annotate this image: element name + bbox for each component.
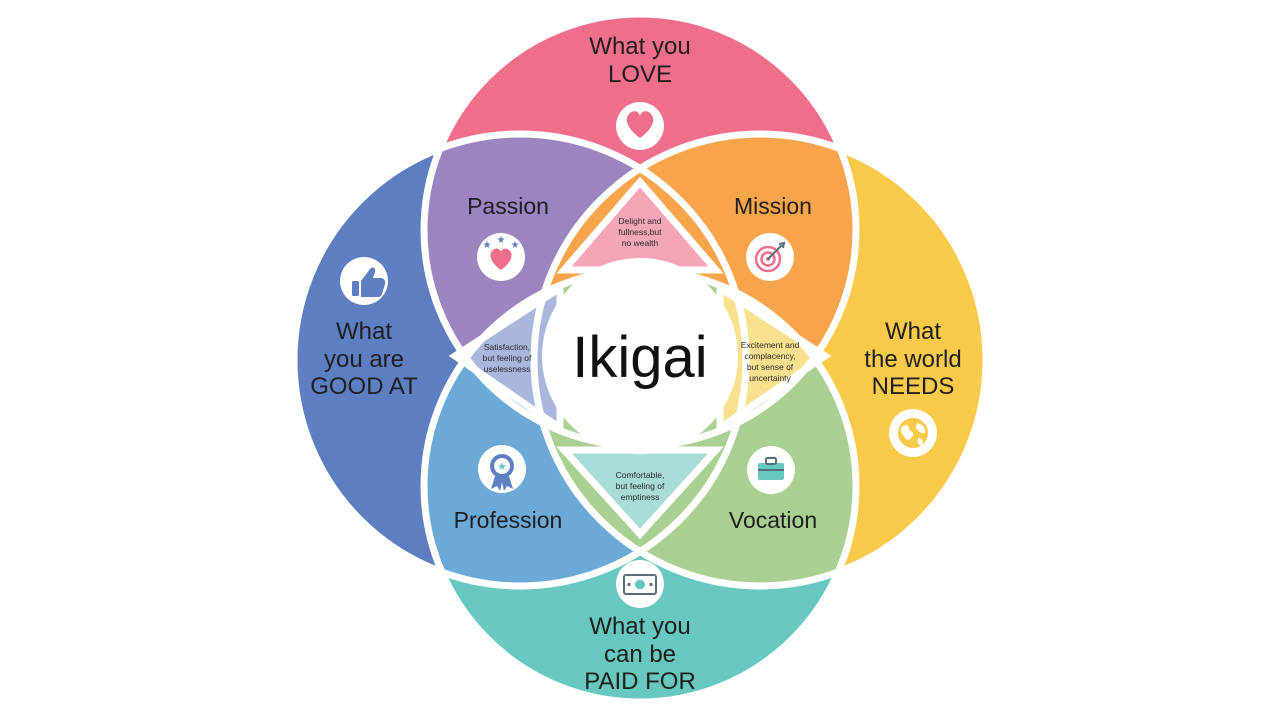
triangle-bottom xyxy=(564,450,716,534)
needs-label-line3: NEEDS xyxy=(872,373,955,400)
vocation-label: Vocation xyxy=(729,507,817,533)
money-icon xyxy=(616,560,664,608)
needs-label-line1: What xyxy=(885,318,941,345)
triangle-right-line1: Excitement and xyxy=(741,340,800,350)
svg-text:★: ★ xyxy=(483,240,492,251)
target-icon xyxy=(746,233,794,281)
triangle-right-line2: complacency, xyxy=(744,351,795,361)
heart-stars-icon: ★ ★ ★ xyxy=(477,233,525,281)
triangle-bottom-line1: Comfortable, xyxy=(616,470,665,480)
triangle-right-line4: uncertainty xyxy=(749,373,791,383)
paid-label-line1: What you xyxy=(589,613,690,640)
svg-text:★: ★ xyxy=(511,240,520,251)
triangle-top xyxy=(564,182,716,270)
good-label-line2: you are xyxy=(324,346,404,373)
triangle-left-line1: Satisfaction, xyxy=(484,342,530,352)
triangle-right-line3: but sense of xyxy=(747,362,794,372)
svg-text:★: ★ xyxy=(497,461,507,473)
triangle-left-line3: uselessness xyxy=(484,364,531,374)
triangle-left-line2: but feeling of xyxy=(483,353,532,363)
center-title: Ikigai xyxy=(572,325,707,390)
svg-text:★: ★ xyxy=(497,235,506,246)
good-label-line1: What xyxy=(336,318,392,345)
profession-label: Profession xyxy=(454,507,563,533)
passion-label: Passion xyxy=(467,193,549,219)
mission-label: Mission xyxy=(734,193,812,219)
briefcase-icon xyxy=(747,446,795,494)
heart-icon xyxy=(616,102,664,150)
award-ribbon-icon: ★ xyxy=(478,445,526,493)
globe-icon xyxy=(889,409,937,457)
center-circle xyxy=(542,258,738,454)
thumbs-up-icon xyxy=(340,257,388,305)
love-label-line1: What you xyxy=(589,33,690,60)
good-label-line3: GOOD AT xyxy=(310,373,418,400)
triangle-bottom-line3: emptiness xyxy=(621,492,660,502)
love-label-line2: LOVE xyxy=(608,61,672,88)
needs-label-line2: the world xyxy=(864,346,961,373)
paid-label-line2: can be xyxy=(604,641,676,668)
paid-label-line3: PAID FOR xyxy=(584,668,696,695)
triangle-top-line2: fullness,but xyxy=(619,227,663,237)
triangle-top-line1: Delight and xyxy=(618,216,661,226)
triangle-bottom-line2: but feeling of xyxy=(616,481,665,491)
triangle-top-line3: no wealth xyxy=(622,238,659,248)
